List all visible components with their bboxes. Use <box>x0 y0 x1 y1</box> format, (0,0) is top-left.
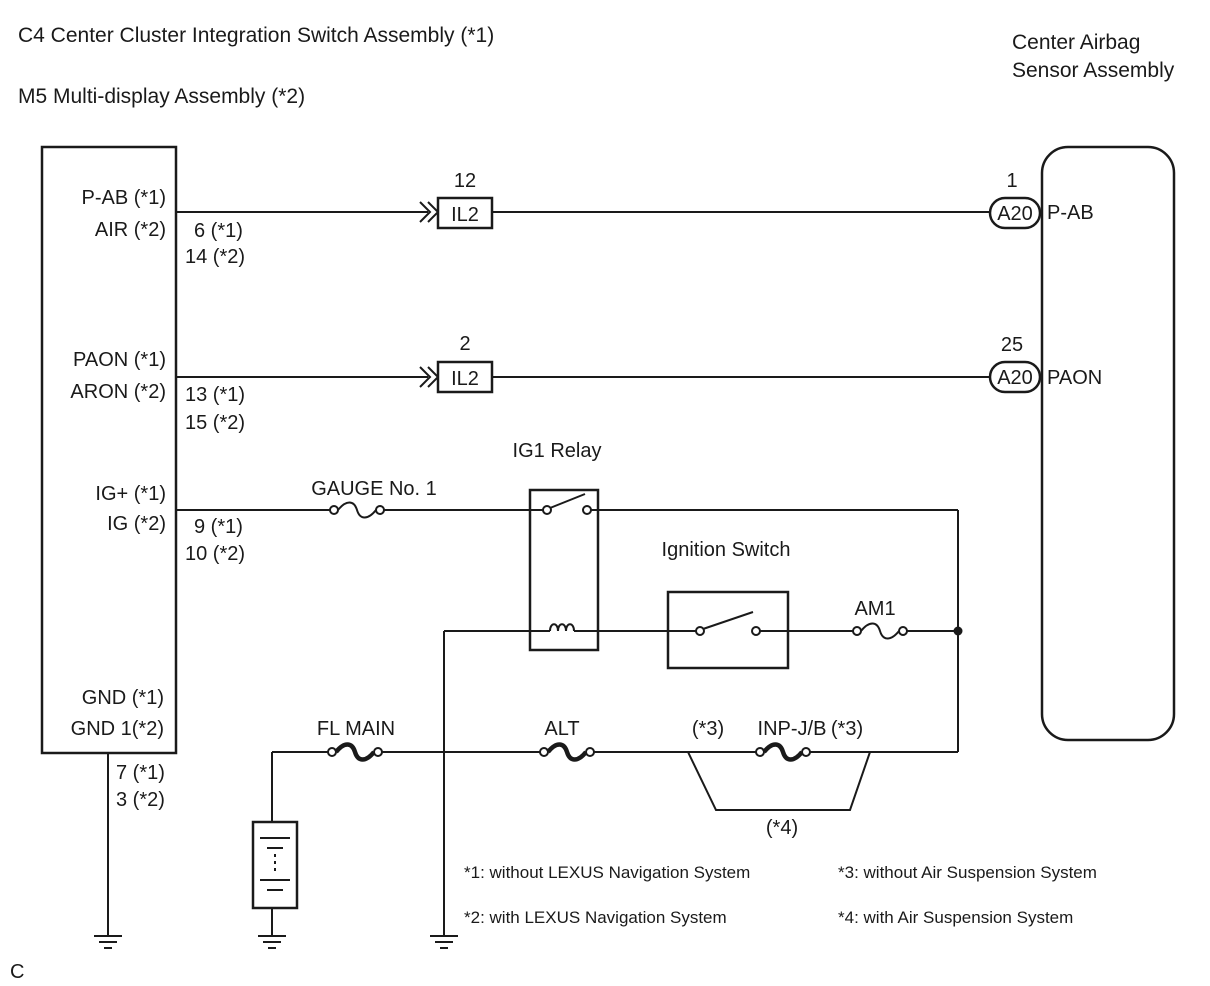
figure-code: C <box>10 961 24 983</box>
wire-am1: AM1 <box>788 598 963 640</box>
left-module-box <box>40 145 178 755</box>
gauge-fuse-symbol <box>337 501 377 519</box>
pin-name: IG+ (*1) <box>95 483 166 505</box>
pin-number: 9 (*1) <box>194 516 243 538</box>
pin-group-paon: PAON (*1) ARON (*2) 13 (*1) 15 (*2) <box>70 349 245 434</box>
pin-name: PAON (*1) <box>73 349 166 371</box>
ig1-relay-box <box>528 488 600 652</box>
airbag-connector-id: A20 <box>997 367 1033 389</box>
left-header-line1: C4 Center Cluster Integration Switch Ass… <box>18 24 494 47</box>
ignition-switch: Ignition Switch <box>662 539 791 670</box>
pin-number: 13 (*1) <box>185 384 245 406</box>
wire-paon: IL2 2 A20 25 PAON <box>176 333 1102 394</box>
wire-ig: GAUGE No. 1 <box>176 478 959 752</box>
pin-group-gnd: GND (*1) GND 1(*2) 7 (*1) 3 (*2) <box>71 687 165 811</box>
wire-main-power: FL MAIN ALT INP-J/B (*3) (*3) (*4) <box>271 718 958 839</box>
pin-number: 10 (*2) <box>185 543 245 565</box>
ig1-relay: IG1 Relay <box>513 440 602 652</box>
fl-main-fuse-symbol <box>334 742 376 762</box>
airbag-terminal: P-AB <box>1047 202 1094 224</box>
pin-name: AIR (*2) <box>95 219 166 241</box>
wire-coil-ground <box>443 630 668 936</box>
bypass-wire <box>687 751 871 811</box>
connector-id: IL2 <box>451 368 479 390</box>
pin-group-ig: IG+ (*1) IG (*2) 9 (*1) 10 (*2) <box>95 483 245 565</box>
pin-number: 15 (*2) <box>185 412 245 434</box>
airbag-sensor-box <box>1040 145 1176 742</box>
fuse-terminal <box>539 747 549 757</box>
airbag-connector-pin: 1 <box>1006 170 1017 192</box>
am1-fuse-symbol <box>860 622 900 640</box>
airbag-connector-id: A20 <box>997 203 1033 225</box>
fuse-terminal <box>585 747 595 757</box>
note-1: *1: without LEXUS Navigation System <box>464 863 750 882</box>
battery <box>251 820 299 936</box>
fuse-terminal <box>327 747 337 757</box>
note-2: *2: with LEXUS Navigation System <box>464 908 727 927</box>
fuse-terminal <box>375 505 385 515</box>
pin-name: ARON (*2) <box>70 381 166 403</box>
fuse-terminal <box>329 505 339 515</box>
fuse-terminal <box>755 747 765 757</box>
pin-name: GND 1(*2) <box>71 718 164 740</box>
relay-contact <box>582 505 592 515</box>
pin-name: IG (*2) <box>107 513 166 535</box>
ground-icon <box>94 935 122 949</box>
ground-icon <box>430 935 458 949</box>
right-header-line2: Sensor Assembly <box>1012 59 1175 82</box>
fuse-terminal <box>898 626 908 636</box>
junction-dot <box>953 626 963 636</box>
fuse-terminal <box>801 747 811 757</box>
airbag-connector-pin: 25 <box>1001 334 1023 356</box>
inp-jb-fuse-label: INP-J/B <box>758 718 827 740</box>
note-4: *4: with Air Suspension System <box>838 908 1073 927</box>
ignition-switch-label: Ignition Switch <box>662 539 791 561</box>
connector-pin: 2 <box>459 333 470 355</box>
bypass-note: (*4) <box>766 817 798 839</box>
pin-number: 6 (*1) <box>194 220 243 242</box>
left-header-line2: M5 Multi-display Assembly (*2) <box>18 85 305 108</box>
wire-pab: IL2 12 A20 1 P-AB <box>176 170 1094 230</box>
pin-number: 3 (*2) <box>116 789 165 811</box>
airbag-terminal: PAON <box>1047 367 1102 389</box>
pin-number: 14 (*2) <box>185 246 245 268</box>
connector-a20-box <box>988 360 1042 394</box>
ground-icon <box>258 935 286 949</box>
inp-jb-note-right: (*3) <box>831 718 863 740</box>
fl-main-fuse-label: FL MAIN <box>317 718 395 740</box>
switch-contact <box>751 626 761 636</box>
relay-coil-symbol <box>549 623 575 632</box>
ig1-relay-label: IG1 Relay <box>513 440 602 462</box>
pin-name: P-AB (*1) <box>82 187 166 209</box>
pin-name: GND (*1) <box>82 687 164 709</box>
connector-a20-box <box>988 196 1042 230</box>
right-header-line1: Center Airbag <box>1012 31 1140 54</box>
inp-jb-fuse-symbol <box>762 742 804 762</box>
relay-switch-arm <box>549 493 586 509</box>
note-3: *3: without Air Suspension System <box>838 863 1097 882</box>
connector-id: IL2 <box>451 204 479 226</box>
fuse-terminal <box>373 747 383 757</box>
gauge-fuse-label: GAUGE No. 1 <box>311 478 437 500</box>
pin-number: 7 (*1) <box>116 762 165 784</box>
alt-fuse-label: ALT <box>544 718 579 740</box>
battery-box <box>251 820 299 910</box>
fuse-terminal <box>852 626 862 636</box>
switch-arm <box>702 611 754 630</box>
alt-fuse-symbol <box>546 742 588 762</box>
connector-pin: 12 <box>454 170 476 192</box>
am1-fuse-label: AM1 <box>854 598 895 620</box>
inp-jb-note-left: (*3) <box>692 718 724 740</box>
pin-group-pab: P-AB (*1) AIR (*2) 6 (*1) 14 (*2) <box>82 187 246 268</box>
